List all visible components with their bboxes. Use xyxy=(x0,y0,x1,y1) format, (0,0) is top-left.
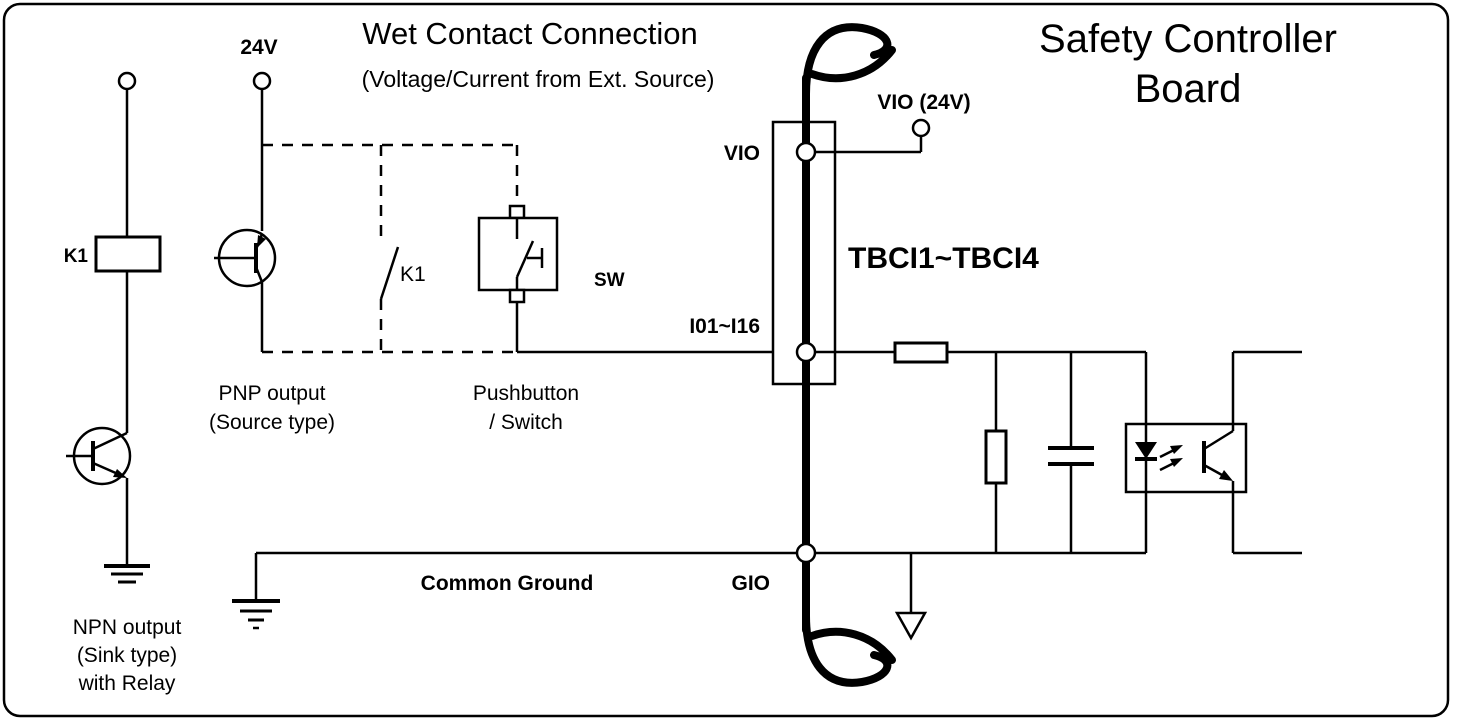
bus-break-top xyxy=(802,23,892,98)
shunt-resistor xyxy=(984,429,1008,485)
series-fuse xyxy=(893,341,949,364)
pnp-caption-line2: (Source type) xyxy=(209,411,335,434)
bus-break-bottom xyxy=(802,612,892,687)
pushbutton-switch xyxy=(477,204,806,354)
vio-supply-terminal xyxy=(911,118,931,138)
relay-coil-k1 xyxy=(94,235,162,273)
light-arrow-head xyxy=(1170,445,1183,454)
phototransistor-emitter xyxy=(1203,463,1223,477)
pin xyxy=(508,288,526,304)
earth-ground-icon xyxy=(232,599,280,630)
npn-transistor xyxy=(66,426,132,486)
emitter-arrow xyxy=(257,235,266,248)
light-arrow xyxy=(1159,461,1175,472)
k1-contact-branch xyxy=(262,143,519,354)
page-title: Wet Contact Connection xyxy=(362,16,697,51)
board-title-line2: Board xyxy=(1135,67,1242,111)
npn-caption-line2: (Sink type) xyxy=(77,644,177,667)
npn-top-terminal xyxy=(117,71,137,91)
pin xyxy=(508,204,526,220)
collector-lead xyxy=(254,266,264,283)
light-arrow xyxy=(1159,448,1175,459)
relay-coil-label: K1 xyxy=(64,246,89,267)
supply-terminal-24v xyxy=(252,71,272,91)
switch-label: SW xyxy=(594,270,625,291)
npn-caption-line3: with Relay xyxy=(78,672,176,695)
optocoupler xyxy=(1124,422,1248,494)
board-input-circuit xyxy=(810,341,1302,641)
contact-blade xyxy=(379,246,400,300)
board-title-line1: Safety Controller xyxy=(1039,17,1337,61)
light-arrow-head xyxy=(1170,458,1183,467)
common-ground-label: Common Ground xyxy=(421,572,594,595)
pushbutton-caption-line2: / Switch xyxy=(489,411,563,434)
pushbutton-caption-line1: Pushbutton xyxy=(473,382,579,405)
bus-break-bottom-squiggle xyxy=(808,627,896,664)
vio-terminal-label: VIO xyxy=(724,142,760,165)
led-triangle xyxy=(1135,442,1157,459)
emitter-lead xyxy=(92,461,119,476)
input-terminal xyxy=(795,341,817,363)
pnp-output-circuit xyxy=(214,71,277,352)
vio-supply-branch xyxy=(810,118,931,154)
gio-terminal xyxy=(795,542,817,564)
vio-terminal xyxy=(795,141,817,163)
emitter-arrow xyxy=(113,469,127,478)
phototransistor-emitter-arrow xyxy=(1219,470,1233,481)
pnp-transistor xyxy=(214,228,277,288)
earth-ground-icon xyxy=(104,564,150,584)
input-terminal-label: I01~I16 xyxy=(689,315,760,338)
bus-break-top-squiggle xyxy=(808,46,896,83)
relay-contact-label: K1 xyxy=(400,263,426,286)
npn-caption-line1: NPN output xyxy=(73,616,182,639)
contact-blade xyxy=(515,240,535,278)
page-subtitle: (Voltage/Current from Ext. Source) xyxy=(362,66,715,92)
pnp-caption-line1: PNP output xyxy=(218,382,325,405)
npn-output-circuit xyxy=(66,71,162,584)
supply-24v-label: 24V xyxy=(240,36,277,59)
common-ground-run xyxy=(232,551,806,630)
chassis-ground-arrow xyxy=(894,611,928,641)
collector-lead xyxy=(92,431,128,451)
phototransistor-collector xyxy=(1203,429,1234,451)
gio-terminal-label: GIO xyxy=(731,572,770,595)
terminal-block-label: TBCI1~TBCI4 xyxy=(848,242,1039,275)
vio-supply-label: VIO (24V) xyxy=(877,91,970,114)
